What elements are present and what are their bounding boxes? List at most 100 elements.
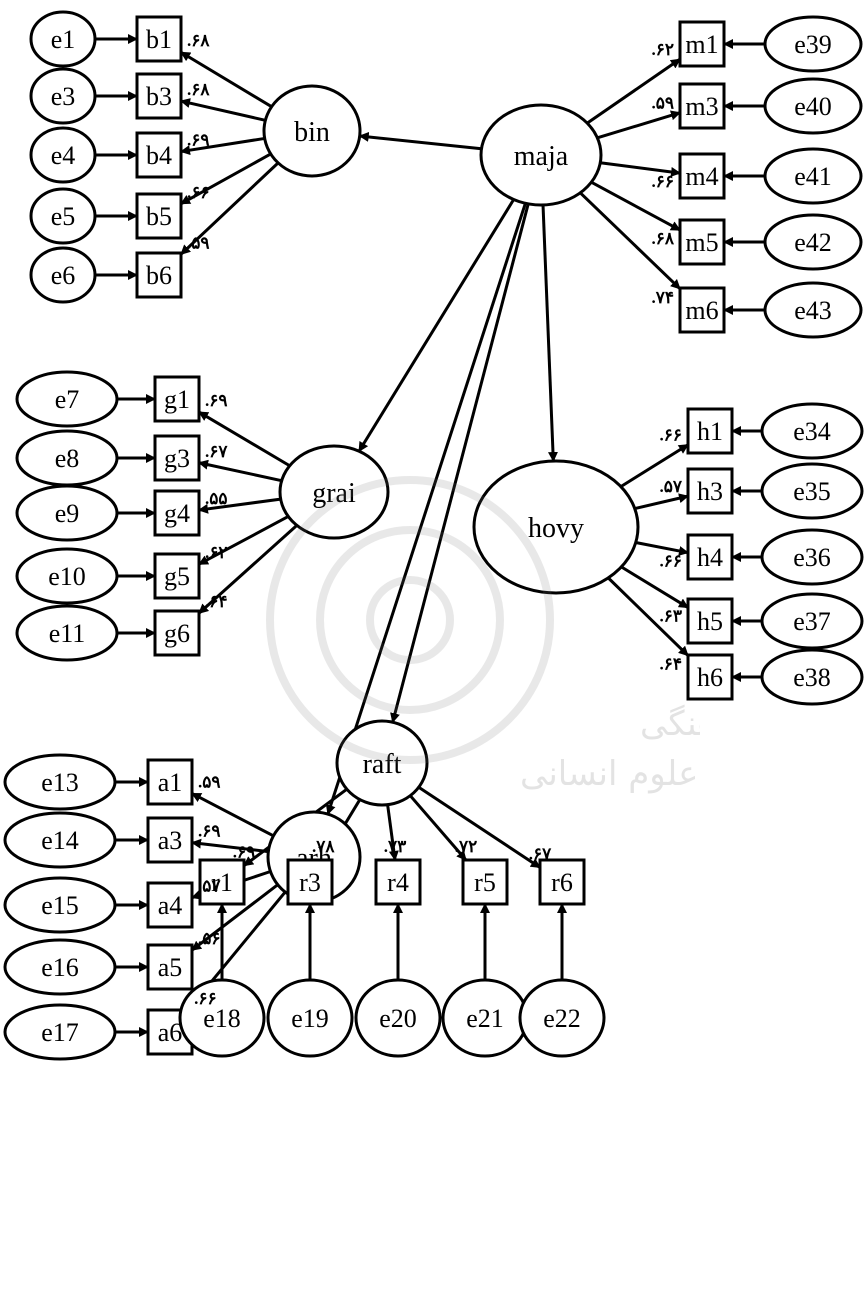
loading-labels: .۶۸.۶۸.۶۹.۶۶.۵۹.۶۹.۶۷.۵۵.۶۲.۶۴.۵۹.۶۹.۵۷.… (187, 31, 683, 1008)
error-label-e6: e6 (51, 261, 76, 290)
indicator-a1 (146, 758, 194, 806)
error-label-e9: e9 (55, 499, 80, 528)
indicator-label-r4: r4 (387, 868, 409, 897)
latent-maja (479, 103, 603, 207)
latent-label-bin: bin (294, 117, 330, 148)
path-grai-to-g4 (198, 497, 281, 514)
indicator-m3 (678, 82, 726, 130)
indicator-b6 (135, 251, 183, 299)
latent-label-raft: raft (363, 749, 402, 780)
indicator-h1 (686, 407, 734, 455)
indicator-m5 (678, 218, 726, 266)
path-raft-to-r5 (409, 794, 468, 861)
loading-g3: .۶۷ (205, 442, 228, 461)
path-bin-to-b1 (180, 50, 273, 108)
error-e3 (29, 67, 97, 125)
indicator-b4 (135, 131, 183, 179)
path-arh-to-a3 (191, 838, 269, 854)
indicator-label-a3: a3 (158, 826, 183, 855)
loading-a6: .۶۶ (194, 989, 217, 1008)
error-e4 (29, 126, 97, 184)
loading-a1: .۵۹ (198, 772, 221, 791)
error-e36 (760, 528, 864, 586)
loading-h1: .۶۶ (659, 426, 682, 445)
error-label-e20: e20 (379, 1004, 417, 1033)
loading-g4: .۵۵ (205, 489, 228, 508)
indicator-b3 (135, 72, 183, 120)
error-e19 (266, 978, 354, 1058)
error-label-e21: e21 (466, 1004, 504, 1033)
error-e22 (518, 978, 606, 1058)
loading-a5: .۵۶ (198, 929, 221, 948)
path-raft-to-r4 (386, 804, 399, 861)
indicator-r5 (461, 858, 509, 906)
loading-m6: .۷۴ (651, 288, 674, 307)
error-e1 (29, 10, 97, 68)
indicator-label-r3: r3 (299, 868, 321, 897)
indicator-label-b4: b4 (146, 141, 172, 170)
indicator-a4 (146, 881, 194, 929)
indicator-label-r6: r6 (551, 868, 573, 897)
loading-h6: .۶۴ (659, 655, 682, 674)
indicator-label-a5: a5 (158, 953, 183, 982)
indicator-m6 (678, 286, 726, 334)
loading-r3: .۷۸ (312, 837, 335, 856)
path-hovy-to-h6 (607, 576, 690, 657)
indicator-g1 (153, 375, 201, 423)
path-maja-to-m1 (586, 57, 681, 125)
indicator-label-a6: a6 (158, 1018, 183, 1047)
indicator-label-m3: m3 (685, 92, 718, 121)
error-e18 (178, 978, 266, 1058)
loading-m4: .۶۶ (651, 172, 674, 191)
indicator-label-m6: m6 (685, 296, 718, 325)
indicator-label-a1: a1 (158, 768, 183, 797)
latent-grai (278, 444, 390, 540)
error-e40 (763, 77, 863, 135)
error-e16 (3, 938, 117, 996)
loading-b6: .۵۹ (187, 233, 210, 252)
indicator-a5 (146, 943, 194, 991)
error-e17 (3, 1003, 117, 1061)
error-label-e36: e36 (793, 543, 831, 572)
indicator-r6 (538, 858, 586, 906)
indicator-label-h3: h3 (697, 477, 723, 506)
loading-g6: .۶۴ (205, 592, 228, 611)
error-label-e8: e8 (55, 444, 80, 473)
latent-bin (262, 84, 362, 178)
latent-hovy (472, 459, 640, 595)
indicator-label-g3: g3 (164, 444, 190, 473)
indicator-a3 (146, 816, 194, 864)
error-label-e13: e13 (41, 768, 79, 797)
error-label-e41: e41 (794, 162, 832, 191)
loading-b4: .۶۹ (187, 131, 210, 150)
error-e38 (760, 648, 864, 706)
error-label-e35: e35 (793, 477, 831, 506)
error-e10 (15, 547, 119, 605)
loading-h4: .۶۶ (659, 552, 682, 571)
indicator-m4 (678, 152, 726, 200)
indicator-label-g1: g1 (164, 385, 190, 414)
error-label-e16: e16 (41, 953, 79, 982)
indicator-label-b3: b3 (146, 82, 172, 111)
indicator-label-g5: g5 (164, 562, 190, 591)
indicator-g4 (153, 489, 201, 537)
indicator-r3 (286, 858, 334, 906)
loading-m1: .۶۲ (651, 40, 674, 59)
loading-a3: .۶۹ (198, 822, 221, 841)
indicator-label-b5: b5 (146, 202, 172, 231)
error-e35 (760, 462, 864, 520)
indicator-label-r1: r1 (211, 868, 233, 897)
indicator-r1 (198, 858, 246, 906)
loading-b5: .۶۶ (187, 183, 210, 202)
loading-b1: .۶۸ (187, 31, 210, 50)
path-maja-to-arh (325, 202, 527, 816)
error-label-e3: e3 (51, 82, 76, 111)
error-label-e39: e39 (794, 30, 832, 59)
indicator-g3 (153, 434, 201, 482)
path-grai-to-g5 (198, 515, 289, 566)
error-label-e14: e14 (41, 826, 79, 855)
path-grai-to-g3 (198, 459, 282, 483)
indicator-label-m4: m4 (685, 162, 718, 191)
indicator-label-h5: h5 (697, 607, 723, 636)
